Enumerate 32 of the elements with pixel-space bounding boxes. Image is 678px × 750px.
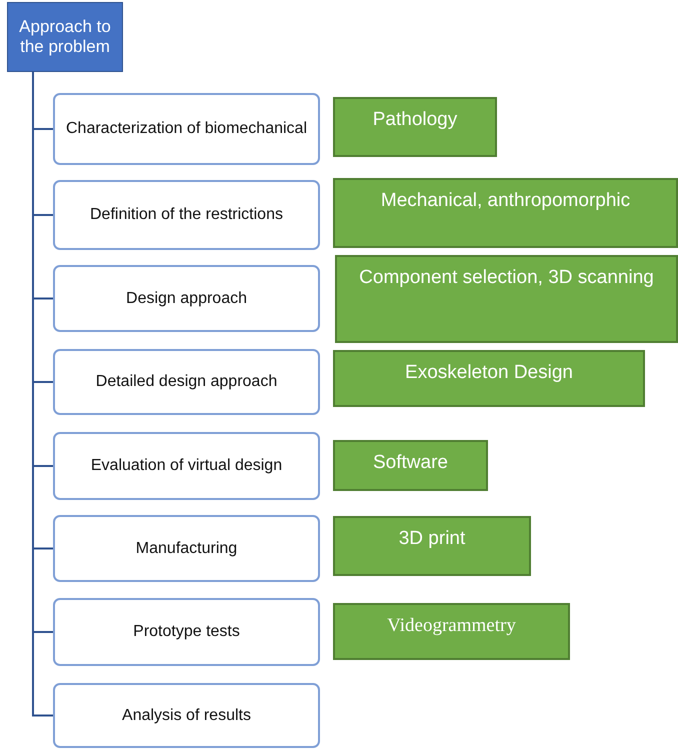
result-box (333, 178, 678, 248)
step-box (53, 265, 320, 332)
box-label: Videogrammetry (386, 615, 517, 637)
box-label: Approach to the problem (18, 17, 112, 57)
step-box (53, 515, 320, 582)
box-label: Evaluation of virtual design (90, 457, 284, 475)
step-box (53, 93, 320, 165)
box-label: Component selection, 3D scanning (358, 267, 655, 289)
box-label: 3D print (398, 528, 466, 550)
box-label: Analysis of results (121, 706, 252, 724)
result-box (333, 440, 488, 491)
box-label: Prototype tests (132, 623, 241, 641)
result-box (333, 97, 497, 157)
box-label: Design approach (125, 290, 248, 308)
box-label: Detailed design approach (94, 373, 278, 391)
step-box (53, 180, 320, 250)
box-label: Exoskeleton Design (404, 362, 574, 384)
result-box (333, 350, 645, 407)
box-label: Mechanical, anthropomorphic (380, 190, 632, 212)
step-box (53, 349, 320, 415)
box-label: Software (372, 452, 449, 474)
result-box (333, 603, 570, 660)
step-box (53, 432, 320, 500)
step-box (53, 683, 320, 748)
box-label: Definition of the restrictions (89, 206, 284, 224)
step-box (53, 598, 320, 666)
result-box (333, 516, 531, 576)
title-box (7, 2, 123, 72)
box-label: Manufacturing (134, 540, 238, 558)
box-label: Characterization of biomechanical (64, 120, 308, 138)
box-label: Pathology (372, 109, 458, 131)
result-box (335, 255, 678, 343)
